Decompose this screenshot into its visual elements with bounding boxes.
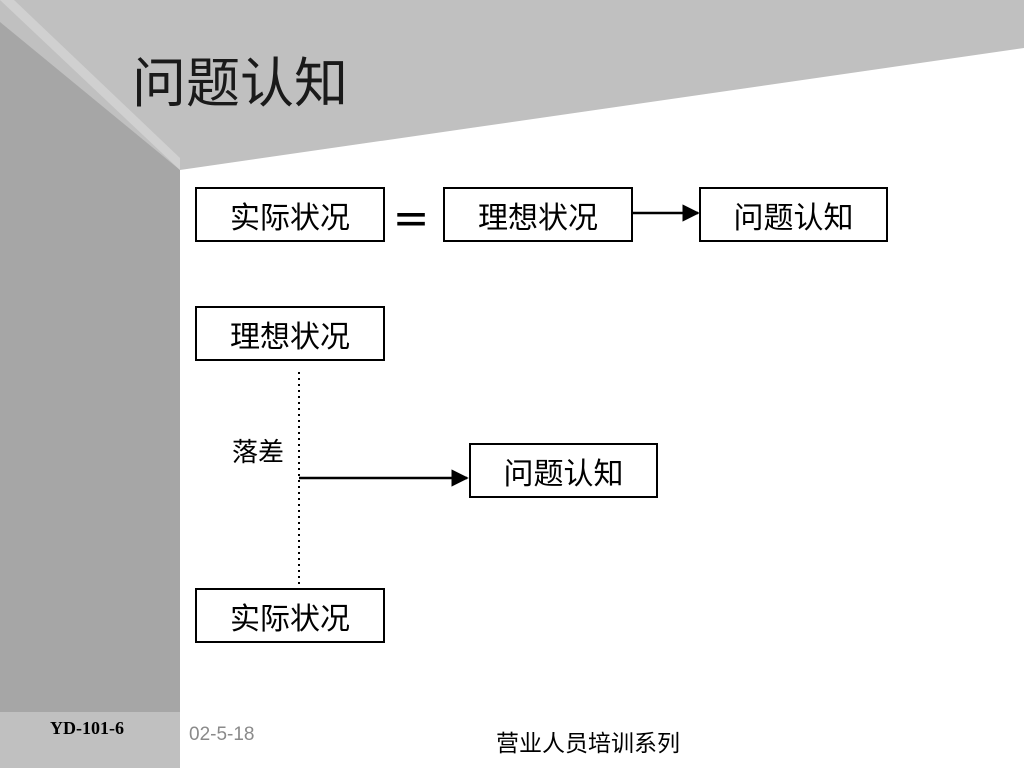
footer-series-title: 营业人员培训系列 bbox=[496, 731, 680, 757]
gap-label: 落差 bbox=[232, 438, 285, 468]
slide-title: 问题认知 bbox=[132, 52, 348, 115]
problem-recognition-box-lower: 问题认知 bbox=[469, 443, 658, 498]
problem-recognition-box: 问题认知 bbox=[699, 187, 888, 242]
ideal-status-box-lower: 理想状况 bbox=[195, 306, 385, 361]
actual-status-box-lower: 实际状况 bbox=[195, 588, 385, 643]
actual-status-box: 实际状况 bbox=[195, 187, 385, 242]
footer-course-code: YD-101-6 bbox=[50, 718, 124, 738]
ideal-status-box: 理想状况 bbox=[443, 187, 633, 242]
equals-sign: = bbox=[392, 193, 430, 244]
left-band bbox=[0, 22, 180, 712]
footer-date: 02-5-18 bbox=[189, 724, 255, 745]
left-shadow-edge bbox=[0, 0, 180, 170]
